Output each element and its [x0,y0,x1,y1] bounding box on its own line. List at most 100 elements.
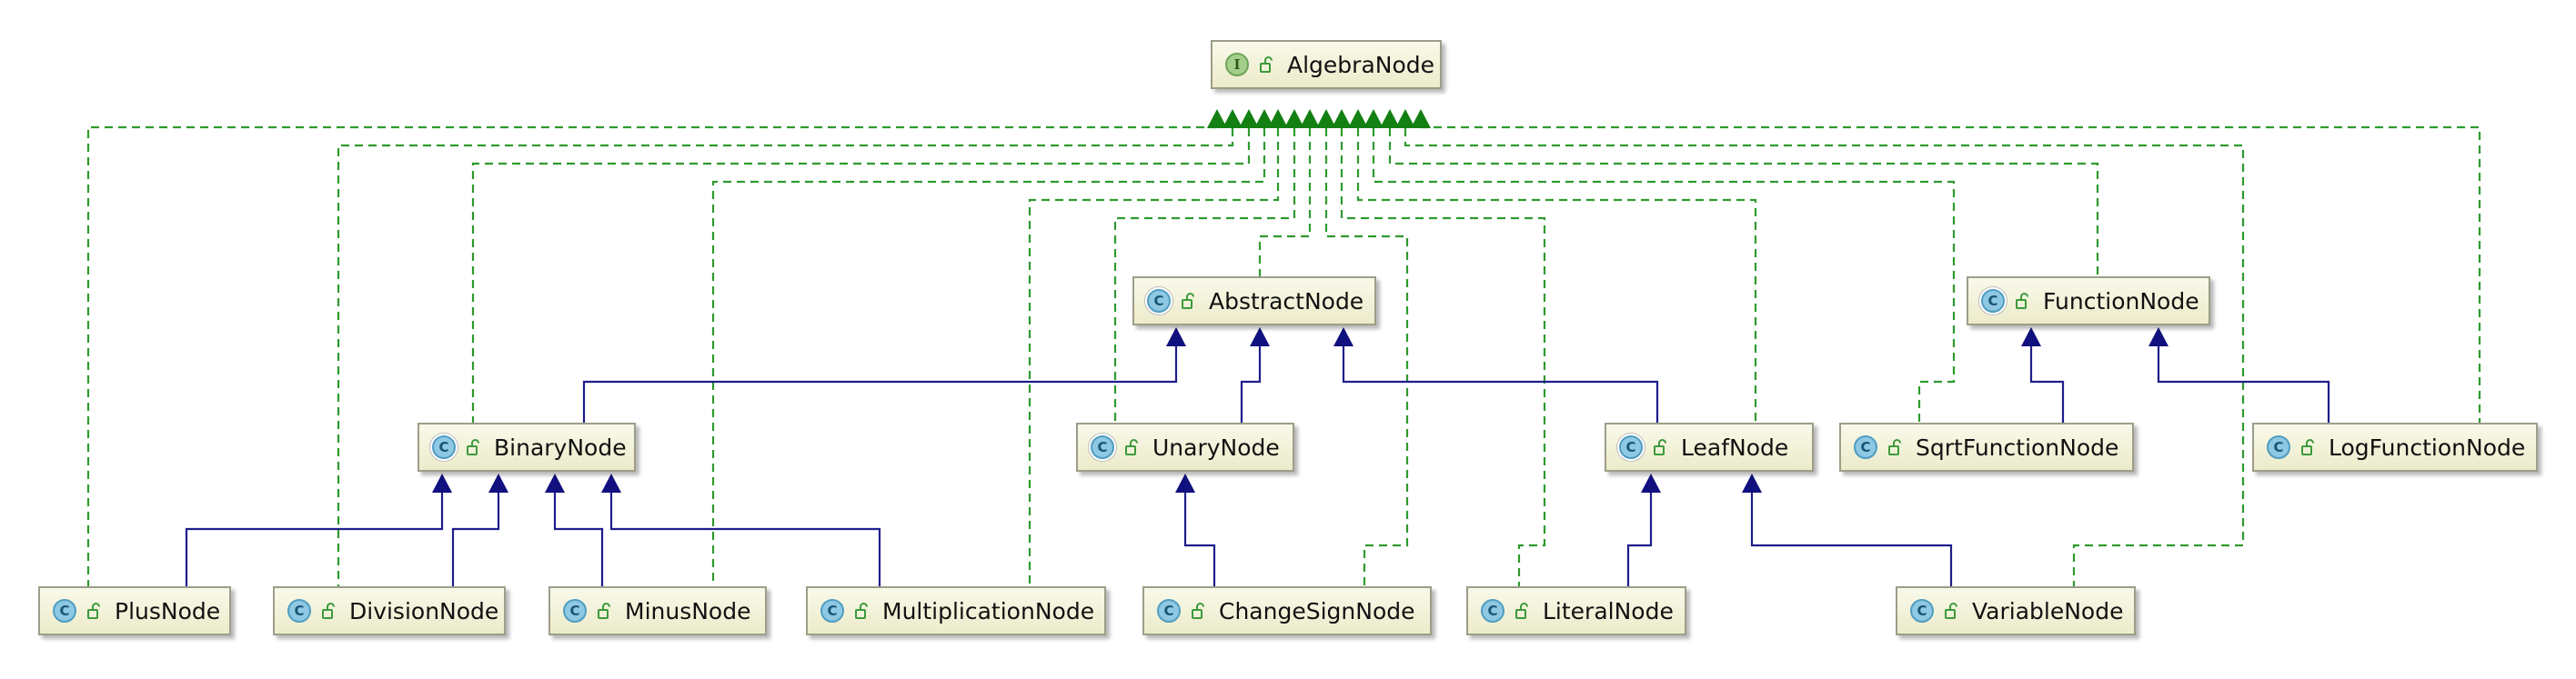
implements-edges [86,125,2481,586]
multiplication-node[interactable]: C MultiplicationNode [806,586,1106,635]
change-sign-node[interactable]: C ChangeSignNode [1142,586,1432,635]
extends-arrow-plus-node [432,474,452,493]
node-label: AlgebraNode [1287,51,1435,78]
implements-edge-literal-node [1340,128,1546,586]
extends-arrow-unary-node [1250,327,1270,346]
class-c-icon: C [1981,289,2005,313]
extends-arrow-multiplication-node [601,474,621,493]
unary-node[interactable]: C UnaryNode [1076,423,1294,472]
class-c-icon: C [563,599,587,623]
extends-edge-variable-node [1750,493,1953,586]
extends-edge-log-function-node [2157,346,2330,423]
node-label: PlusNode [115,597,221,624]
implements-arrow-abstract-node [1300,109,1320,128]
extends-edge-division-node [451,493,500,586]
class-c-icon: C [2267,435,2290,459]
sqrt-function-node[interactable]: C SqrtFunctionNode [1839,423,2134,472]
class-c-icon: C [1157,599,1181,623]
extends-edges [185,346,2330,586]
extends-edge-literal-node [1626,493,1653,586]
implements-arrow-sqrt-function-node [1363,109,1384,128]
extends-arrow-literal-node [1641,474,1661,493]
class-c-icon: C [820,599,844,623]
node-label: UnaryNode [1152,434,1280,461]
unlocked-icon [855,603,868,619]
node-label: AbstractNode [1209,287,1364,315]
extends-arrow-binary-node [1166,327,1186,346]
implements-arrow-variable-node [1395,109,1415,128]
implements-edge-plus-node [86,125,1219,586]
node-label: LiteralNode [1543,597,1674,624]
node-label: FunctionNode [2043,287,2199,315]
implements-arrowheads [1207,109,1431,128]
node-label: MultiplicationNode [882,597,1095,624]
division-node[interactable]: C DivisionNode [273,586,506,635]
node-label: MinusNode [625,597,751,624]
function-node[interactable]: C FunctionNode [1967,276,2210,325]
unlocked-icon [598,603,610,619]
algebra-node[interactable]: I AlgebraNode [1211,40,1442,89]
node-label: DivisionNode [349,597,499,624]
extends-arrow-variable-node [1742,474,1762,493]
implements-arrow-change-sign-node [1316,109,1336,128]
unlocked-icon [1515,603,1528,619]
implements-arrow-leaf-node [1348,109,1368,128]
unlocked-icon [1125,439,1138,455]
class-c-icon: C [1854,435,1877,459]
unlocked-icon [1192,603,1204,619]
interface-i-icon: I [1225,53,1249,76]
node-label: LeafNode [1681,434,1789,461]
implements-edge-log-function-node [1419,125,2481,423]
extends-edge-plus-node [185,493,444,586]
plus-node[interactable]: C PlusNode [38,586,231,635]
implements-edge-change-sign-node [1324,128,1409,586]
minus-node[interactable]: C MinusNode [548,586,767,635]
extends-edge-leaf-node [1342,346,1659,423]
log-function-node[interactable]: C LogFunctionNode [2252,423,2538,472]
unlocked-icon [1945,603,1957,619]
implements-arrow-binary-node [1239,109,1259,128]
unlocked-icon [2016,293,2028,309]
abstract-node[interactable]: C AbstractNode [1132,276,1376,325]
extends-arrowheads [432,327,2168,493]
implements-edge-function-node [1388,128,2099,276]
class-c-icon: C [287,599,311,623]
implements-arrow-multiplication-node [1268,109,1288,128]
unlocked-icon [2301,439,2314,455]
binary-node[interactable]: C BinaryNode [418,423,636,472]
implements-edge-division-node [337,128,1234,586]
implements-edge-binary-node [471,128,1251,423]
variable-node[interactable]: C VariableNode [1896,586,2136,635]
class-c-icon: C [53,599,76,623]
extends-edge-multiplication-node [609,493,881,586]
implements-arrow-minus-node [1254,109,1274,128]
implements-edge-variable-node [1404,128,2245,586]
implements-edge-multiplication-node [1028,128,1280,586]
unlocked-icon [1260,56,1273,73]
implements-edge-sqrt-function-node [1372,128,1956,423]
class-c-icon: C [1619,435,1643,459]
class-c-icon: C [1481,599,1504,623]
node-label: ChangeSignNode [1219,597,1415,624]
implements-arrow-literal-node [1332,109,1352,128]
extends-edge-minus-node [553,493,604,586]
unlocked-icon [1654,439,1666,455]
extends-arrow-division-node [488,474,508,493]
unlocked-icon [1182,293,1194,309]
extends-arrow-log-function-node [2148,327,2168,346]
extends-edge-change-sign-node [1183,493,1216,586]
class-c-icon: C [1910,599,1934,623]
implements-edge-leaf-node [1356,128,1757,423]
node-label: VariableNode [1972,597,2124,624]
extends-edge-binary-node [582,346,1178,423]
literal-node[interactable]: C LiteralNode [1466,586,1686,635]
unlocked-icon [1888,439,1901,455]
node-label: BinaryNode [494,434,627,461]
class-c-icon: C [432,435,456,459]
unlocked-icon [467,439,479,455]
unlocked-icon [87,603,100,619]
leaf-node[interactable]: C LeafNode [1605,423,1814,472]
implements-arrow-unary-node [1284,109,1304,128]
extends-arrow-change-sign-node [1175,474,1195,493]
